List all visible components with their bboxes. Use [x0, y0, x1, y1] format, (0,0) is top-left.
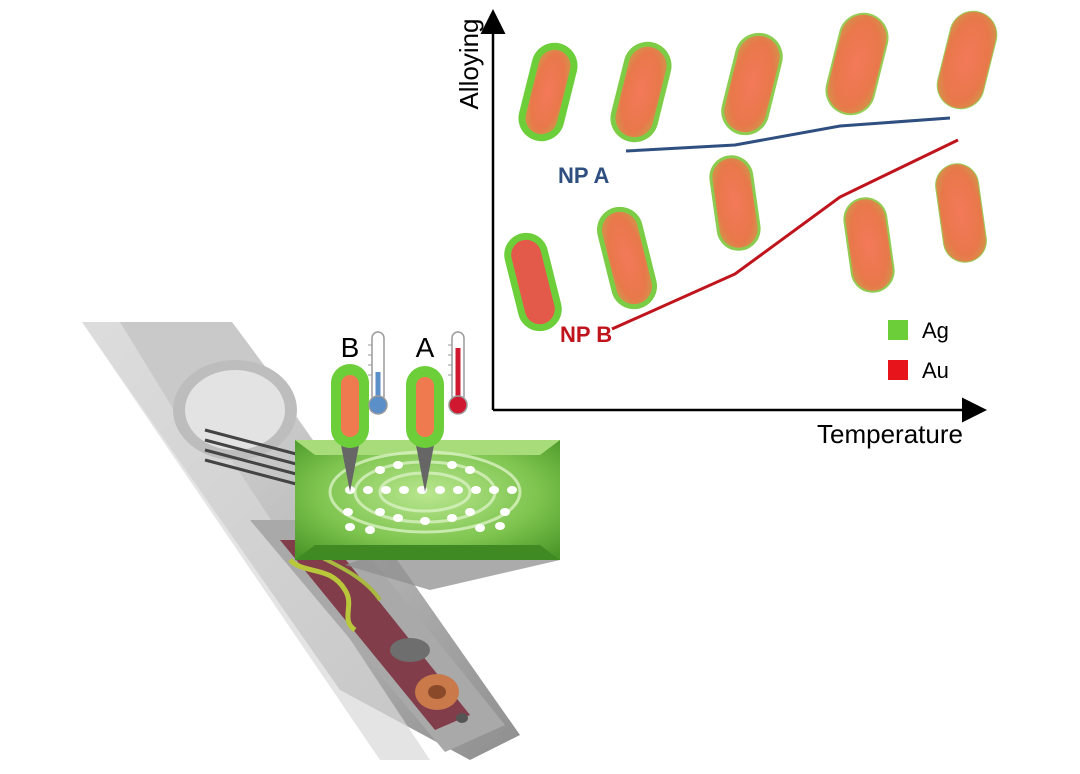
membrane-holes	[343, 458, 517, 534]
legend-label-ag: Ag	[922, 318, 949, 343]
legend: Ag Au	[888, 318, 949, 383]
y-axis-label: Alloying	[454, 18, 484, 109]
thermometer-cold-icon	[368, 331, 388, 415]
np-a-trend-line	[625, 116, 951, 153]
label-particle-a: A	[416, 332, 435, 363]
legend-label-au: Au	[922, 358, 949, 383]
np-b-trend-line	[611, 138, 959, 331]
label-particle-b: B	[341, 332, 360, 363]
particle-b-on-chip	[331, 364, 369, 492]
np-b-label: NP B	[560, 322, 612, 347]
legend-swatch-au	[888, 360, 908, 380]
particle-a-on-chip	[406, 366, 444, 492]
chart-axes	[480, 9, 987, 423]
legend-swatch-ag	[888, 320, 908, 340]
np-b-particles	[504, 155, 987, 332]
np-a-label: NP A	[558, 163, 609, 188]
np-a-particles	[518, 10, 998, 143]
x-axis-label: Temperature	[817, 419, 963, 449]
thermometer-hot-icon	[448, 331, 468, 415]
